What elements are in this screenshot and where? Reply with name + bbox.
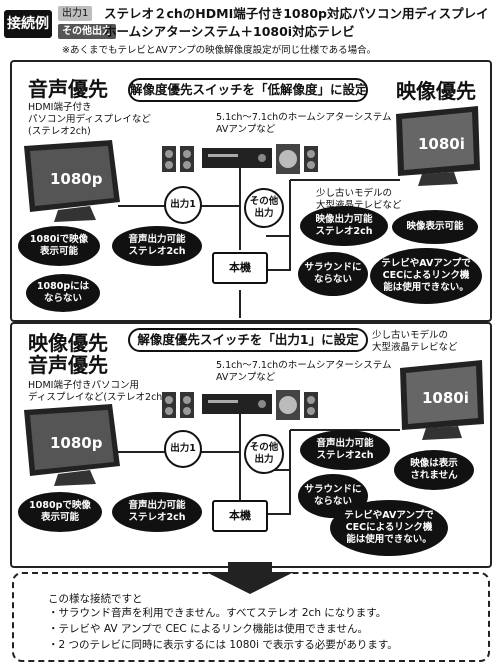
panel2-output1-label: 出力1 [170,443,196,454]
panel1-bubble-no-cec-line3: 能は使用できない。 [383,282,469,293]
panel1-bubble-no-surround-line2: ならない [313,274,352,285]
panel1-bubble-not-1080p-line2: ならない [43,293,82,304]
panel1-monitor-desc-3: (ステレオ2ch) [28,126,91,137]
panel2-bubble-no-video-line1: 映像は表示 [410,458,458,469]
panel2-heading-audio: 音声優先 [28,353,108,377]
panel2-monitor-1080p: 1080p [24,404,120,486]
panel1-home-theater [162,144,318,174]
panel1-bubble-video-ok-line1: 映像表示可能 [406,221,464,232]
panel1-tv-1080i: 1080i [396,106,480,186]
panel1-bubble-1080i-ok-line2: 表示可能 [39,246,78,257]
output1-tag: 出力1 [58,6,93,21]
example-badge: 接続例 [4,10,52,38]
output1-description: ステレオ２chのHDMI端子付き1080p対応パソコン用ディスプレイ [104,6,489,21]
panel2-bubble-no-cec-line1: テレビやAVアンプで [344,510,434,521]
panel2-other-output-label-1: その他 [249,442,279,453]
panel2-bubble-1080p-ok-line1: 1080pで映像 [29,500,91,511]
panel1-theater-desc-1: 5.1ch〜7.1chのホームシアターシステム [216,112,392,123]
panel2-bubble-audio-stereo-line1: 音声出力可能 [128,500,186,511]
panel1-tv-desc-1: 少し古いモデルの [316,188,393,199]
panel2-bubble-no-cec-line2: CECによるリンク機 [345,522,433,533]
panel1-video-priority-heading: 映像優先 [396,79,476,103]
panel1-bubble-no-surround: サラウンドに ならない [298,252,368,296]
panel2-bubble-av-stereo-line2: ステレオ2ch [316,450,374,461]
panel2-output1-circle: 出力1 [164,430,202,468]
panel1-output1-circle: 出力1 [164,186,202,224]
panel1-device-unit: 本機 [212,252,268,284]
panel2-tv-1080i: 1080i [400,360,484,440]
other-output-description: ホームシアターシステム＋1080i対応テレビ [104,24,355,39]
other-output-tag: その他出力 [58,24,116,39]
panel1-bubble-av-stereo-line2: ステレオ2ch [315,226,373,237]
panel1-bubble-video-ok: 映像表示可能 [392,210,478,244]
down-arrow-icon [206,562,294,594]
header-note: ※あくまでもテレビとAVアンプの映像解像度設定が同じ仕様である場合。 [62,45,377,56]
summary-bullet-1: ・サラウンド音声を利用できません。すべてステレオ 2ch になります。 [48,607,387,619]
panel1-bubble-1080i-ok-line1: 1080iで映像 [29,234,89,245]
panel1-monitor-label: 1080p [50,170,103,188]
summary-bullet-2: ・テレビや AV アンプで CEC によるリンク機能は使用できません。 [48,623,368,635]
panel1-monitor-desc-2: パソコン用ディスプレイなど [28,114,151,125]
panel2-bubble-no-surround-line1: サラウンドに [304,484,362,495]
panel2-title: 解像度優先スイッチを「出力1」に設定 [128,328,368,352]
summary-box [12,572,490,662]
panel1-bubble-av-stereo: 映像出力可能 ステレオ2ch [300,206,388,246]
panel2-tv-desc-1: 少し古いモデルの [372,330,449,341]
panel2-bubble-av-stereo-line1: 音声出力可能 [316,438,374,449]
panel2-other-output-label-2: 出力 [254,454,274,465]
panel1-other-output-label-1: その他 [249,196,279,207]
panel1-monitor-1080p: 1080p [24,140,120,222]
panel2-theater-desc-2: AVアンプなど [216,372,276,383]
panel2-home-theater [162,390,318,420]
panel2-bubble-no-video: 映像は表示 されません [394,450,474,490]
panel1-bubble-not-1080p: 1080pには ならない [26,274,100,312]
panel2-tv-label: 1080i [422,389,469,407]
panel1-bubble-audio-stereo-line2: ステレオ2ch [128,246,186,257]
panel2-monitor-label: 1080p [50,434,103,452]
panel2-bubble-1080p-ok: 1080pで映像 表示可能 [18,492,102,532]
panel1-title: 解像度優先スイッチを「低解像度」に設定 [128,78,368,102]
panel2-heading-video: 映像優先 [28,331,108,355]
panel2-theater-desc-1: 5.1ch〜7.1chのホームシアターシステム [216,360,392,371]
panel1-monitor-desc-1: HDMI端子付き [28,102,92,113]
summary-intro: この様な接続ですと [48,593,143,605]
panel1-other-output-circle: その他 出力 [244,188,284,228]
panel1-bubble-audio-stereo: 音声出力可能 ステレオ2ch [112,226,202,266]
panel1-bubble-no-cec-line2: CECによるリンク機 [382,270,470,281]
panel1-bubble-not-1080p-line1: 1080pには [36,281,90,292]
panel2-tv-desc-2: 大型液晶テレビなど [372,342,458,353]
panel2-monitor-desc-1: HDMI端子付きパソコン用 [28,380,139,391]
panel2-bubble-no-video-line2: されません [410,470,458,481]
panel2-bubble-av-stereo: 音声出力可能 ステレオ2ch [300,430,390,470]
panel1-audio-priority-heading: 音声優先 [28,77,108,101]
panel1-tv-desc-2: 大型液晶テレビなど [316,200,402,211]
panel2-monitor-desc-2: ディスプレイなど(ステレオ2ch) [28,392,167,403]
panel2-bubble-1080p-ok-line2: 表示可能 [40,512,79,523]
panel1-bubble-1080i-ok: 1080iで映像 表示可能 [18,226,100,266]
panel1-bubble-no-cec: テレビやAVアンプで CECによるリンク機 能は使用できない。 [370,248,482,304]
panel2-device-unit: 本機 [212,500,268,532]
panel2-bubble-audio-stereo-line2: ステレオ2ch [128,512,186,523]
panel1-bubble-no-surround-line1: サラウンドに [304,262,362,273]
panel1-bubble-audio-stereo-line1: 音声出力可能 [128,234,186,245]
panel2-other-output-circle: その他 出力 [244,434,284,474]
panel2-bubble-no-cec: テレビやAVアンプで CECによるリンク機 能は使用できない。 [330,500,448,556]
panel2-bubble-no-surround-line2: ならない [313,496,352,507]
panel1-other-output-label-2: 出力 [254,208,274,219]
panel1-theater-desc-2: AVアンプなど [216,124,276,135]
panel1-tv-label: 1080i [418,135,465,153]
summary-bullet-3: ・2 つのテレビに同時に表示するには 1080i で表示する必要があります。 [48,639,398,651]
panel2-bubble-no-cec-line3: 能は使用できない。 [346,534,432,545]
panel1-bubble-av-stereo-line1: 映像出力可能 [315,214,373,225]
panel2-bubble-audio-stereo: 音声出力可能 ステレオ2ch [112,492,202,532]
panel1-bubble-no-cec-line1: テレビやAVアンプで [381,258,471,269]
panel1-output1-label: 出力1 [170,199,196,210]
